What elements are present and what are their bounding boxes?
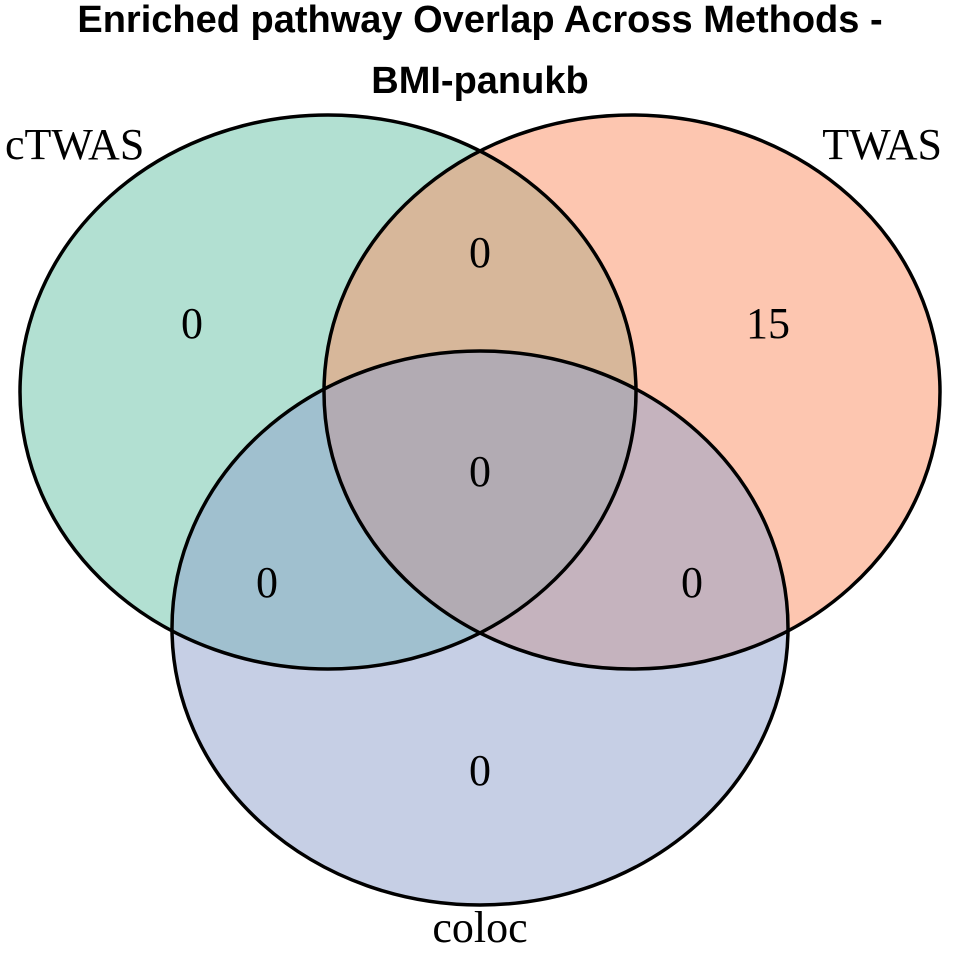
set-outline-twas — [322, 113, 942, 671]
set-label-ctwas: cTWAS — [5, 120, 144, 169]
count-coloc-only: 0 — [469, 746, 491, 795]
set-outlines — [18, 113, 942, 907]
count-ctwas-coloc: 0 — [256, 558, 278, 607]
count-ctwas-only: 0 — [181, 299, 203, 348]
count-all-three: 0 — [469, 447, 491, 496]
set-outline-coloc — [170, 349, 790, 907]
set-label-coloc: coloc — [432, 903, 527, 952]
count-ctwas-twas: 0 — [469, 228, 491, 277]
chart-title-line-2: BMI-panukb — [371, 60, 588, 102]
set-fill-coloc — [172, 351, 788, 905]
set-outline-ctwas — [18, 113, 638, 671]
count-twas-only: 15 — [746, 299, 790, 348]
set-fills — [20, 115, 940, 905]
chart-title-line-1: Enriched pathway Overlap Across Methods … — [77, 0, 882, 41]
count-twas-coloc: 0 — [681, 558, 703, 607]
set-label-twas: TWAS — [822, 120, 942, 169]
